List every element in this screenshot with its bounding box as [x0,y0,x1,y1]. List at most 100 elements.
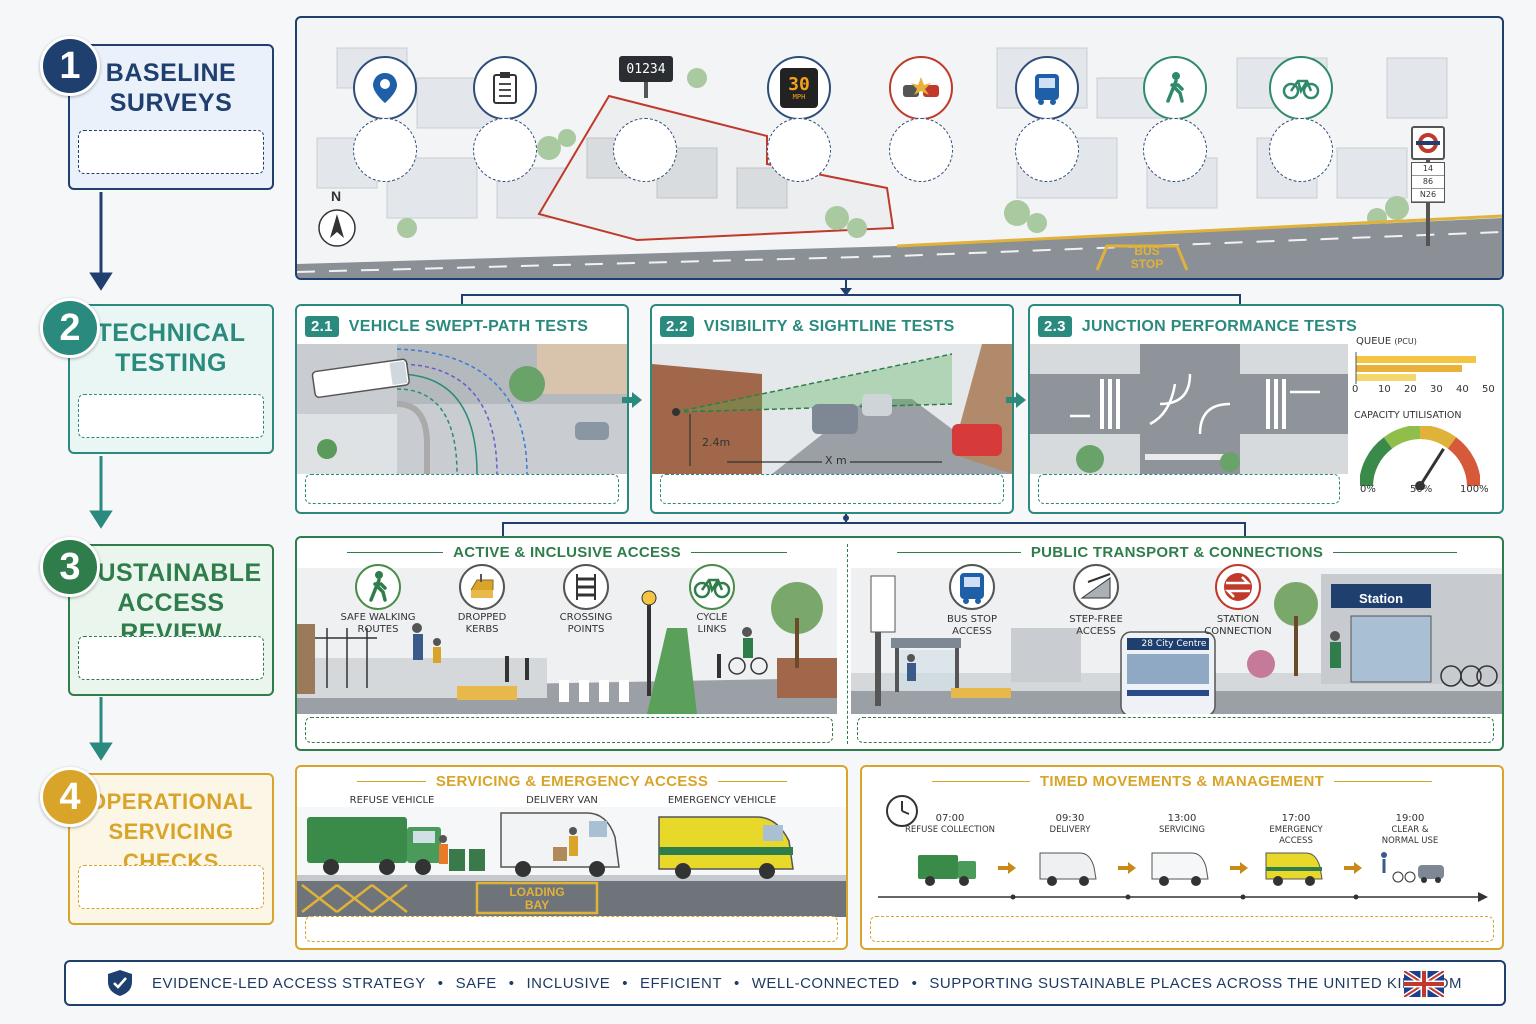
transport-item-label: BUS STOP ACCESS [946,614,998,637]
timed-note [870,916,1494,942]
refuse-vehicle-icon [918,855,976,886]
loading-bay-marking: LOADING BAY [509,885,565,912]
transport-item-label: STATION CONNECTION [1204,614,1272,637]
queue-chart [1355,352,1476,384]
queue-unit: (PCU) [1394,337,1417,346]
survey-result-field [613,118,677,182]
north-label: N [331,188,342,204]
timeline-arrow [1118,859,1136,874]
stage-title: SUSTAINABLE ACCESS REVIEW [80,559,262,647]
capacity-tick: 0% [1360,484,1376,495]
footer-item: EVIDENCE-LED ACCESS STRATEGY [152,974,426,992]
stage-connectors [89,192,113,761]
active-access-header: ACTIVE & INCLUSIVE ACCESS [347,544,787,561]
queue-tick: 50 [1482,384,1495,395]
checklist-icon [473,56,537,120]
junction-panel: 2.3 JUNCTION PERFORMANCE TESTS QUEUE (PCU… [1028,304,1504,514]
stage-number-badge: 4 [40,767,100,827]
test-title: JUNCTION PERFORMANCE TESTS [1081,318,1358,335]
timeline-label: EMERGENCY ACCESS [1269,825,1323,846]
footer-item: INCLUSIVE [526,974,611,992]
transport-illustration [851,568,1502,714]
timeline-vehicle [1262,849,1332,889]
footer-banner: EVIDENCE-LED ACCESS STRATEGY•SAFE•INCLUS… [64,960,1506,1006]
access-item-label: DROPPED KERBS [457,612,507,635]
stage-title: TECHNICAL TESTING [96,319,246,377]
timeline-time: 09:30 [1055,813,1085,824]
queue-tick: 10 [1378,384,1391,395]
refuse-vehicle-icon [307,817,441,875]
timeline-time: 17:00 [1281,813,1311,824]
car-icon [812,404,858,434]
active-access-note [305,717,833,743]
test-badge: 2.1 [305,316,339,337]
timeline-arrow [1344,859,1362,874]
pedestrian-icon [1143,56,1207,120]
capacity-tick: 100% [1460,484,1489,495]
queue-label: QUEUE (PCU) [1356,336,1417,347]
footer-separator: • [437,974,444,992]
wheelie-bin-icon [449,849,465,871]
bicycle-icon [1269,56,1333,120]
timeline-time: 13:00 [1167,813,1197,824]
arrow-2-1-to-2-2 [622,392,642,408]
timeline-axis [878,892,1488,902]
swept-path-note [305,474,619,504]
transport-title: PUBLIC TRANSPORT & CONNECTIONS [1030,544,1324,561]
lorry-icon [311,358,410,398]
eye-icon [672,408,680,416]
junction-illustration [1030,344,1348,474]
timeline-label: CLEAR & NORMAL USE [1381,825,1439,846]
servicing-panel: SERVICING & EMERGENCY ACCESS REFUSE VEHI… [295,765,848,950]
collision-icon [889,56,953,120]
timeline-vehicle [1376,849,1446,889]
survey-result-field [1269,118,1333,182]
test-badge: 2.3 [1038,316,1072,337]
sustainable-access-panel: ACTIVE & INCLUSIVE ACCESS PUBLIC TRANSPO… [295,536,1504,751]
cyclist-icon [743,638,753,658]
red-car-icon [952,424,1002,456]
survey-result-field [353,118,417,182]
timeline-arrow [998,859,1016,874]
capacity-ticks: 0%50%100% [1356,484,1494,498]
survey-result-field [767,118,831,182]
vehicle-label: EMERGENCY VEHICLE [667,795,777,806]
test-title: VEHICLE SWEPT-PATH TESTS [348,318,589,335]
timeline-label: DELIVERY [1049,825,1091,835]
van-icon [1151,852,1209,886]
visibility-note [660,474,1004,504]
car-icon [575,422,609,440]
queue-bar [1356,365,1462,372]
person-icon [1330,642,1341,668]
pedestrian-icon [355,564,401,610]
bus-icon [1015,56,1079,120]
survey-result-field [1015,118,1079,182]
stage-box-2: TECHNICAL TESTING [68,304,274,454]
queue-tick: 0 [1352,384,1359,395]
access-item-label: CYCLE LINKS [696,612,728,635]
queue-bar [1356,374,1416,381]
section-divider [847,544,848,744]
access-item-label: CROSSING POINTS [559,612,613,635]
ambulance-icon [1265,852,1323,886]
servicing-note [305,916,838,942]
crossing-icon [563,564,609,610]
footer-items: EVIDENCE-LED ACCESS STRATEGY•SAFE•INCLUS… [152,975,1462,992]
servicing-title: SERVICING & EMERGENCY ACCESS [435,773,709,790]
timeline-vehicle [1036,849,1106,889]
child-icon [433,647,441,663]
delivery-van-icon [1039,852,1097,886]
access-item-label: SAFE WALKING ROUTES [340,612,416,635]
footer-item: SUPPORTING SUSTAINABLE PLACES ACROSS THE… [929,974,1462,992]
height-label: 2.4m [702,436,731,449]
bus-route: 14 [1412,163,1444,176]
bus-icon [949,564,995,610]
